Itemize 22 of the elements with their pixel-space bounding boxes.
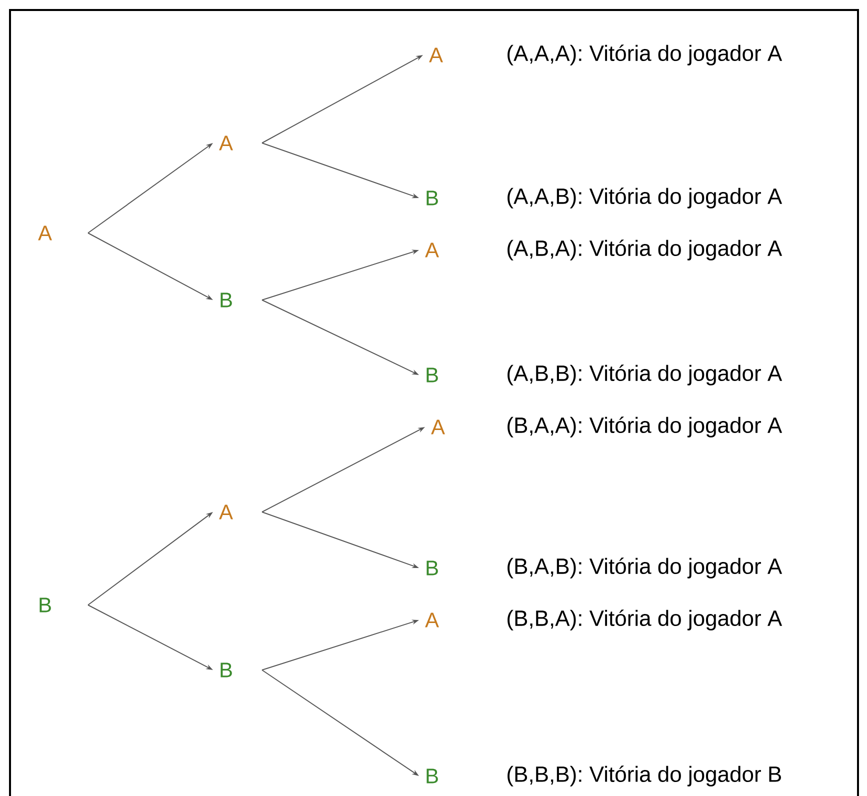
letter: A [219, 504, 233, 520]
outcome-text: (A,A,B): Vitória do jogador A [508, 188, 782, 208]
outcome-text: (B,B,A): Vitória do jogador A [508, 610, 782, 630]
letter: B [426, 190, 438, 206]
outcome-text: (B,A,A): Vitória do jogador A [508, 416, 782, 438]
outcome-text: (A,B,A): Vitória do jogador A [508, 240, 782, 260]
letter: A [425, 612, 439, 628]
letter: B [220, 662, 232, 678]
letter: B [40, 598, 51, 612]
letter: B [426, 768, 438, 784]
letter: B [426, 560, 438, 576]
letter: B [220, 292, 232, 308]
letter: A [219, 136, 233, 150]
outcome-text: (B,A,B): Vitória do jogador A [508, 558, 782, 578]
letter: A [38, 226, 52, 240]
outcome-text: (A,A,A): Vitória do jogador A [508, 44, 782, 66]
letter: A [429, 48, 443, 62]
letter: A [425, 242, 439, 258]
letter: A [431, 420, 445, 434]
letter: B [426, 368, 438, 382]
outcome-text: (A,B,B): Vitória do jogador A [508, 364, 782, 386]
outcome-text: (B,B,B): Vitória do jogador B [508, 766, 781, 786]
